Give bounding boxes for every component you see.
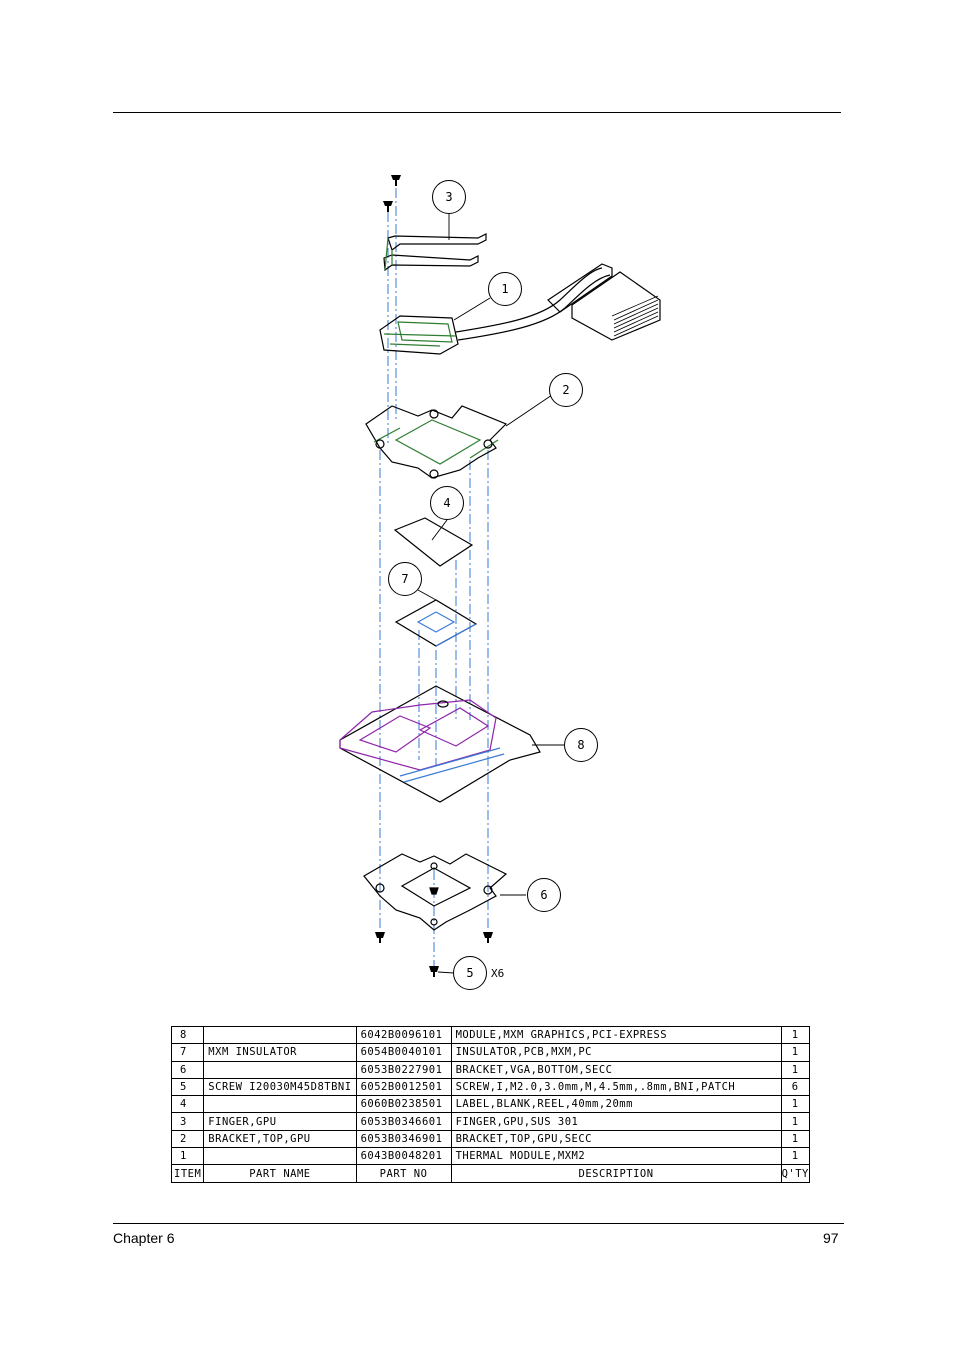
callout-5: 5 [466,966,473,980]
part-name-cell: BRACKET,TOP,GPU [203,1129,357,1149]
qty-cell: 1 [780,1129,810,1149]
description-cell: FINGER,GPU,SUS 301 [450,1112,782,1131]
footer-page-number: 97 [823,1230,839,1246]
table-row: 1 6043B0048201 THERMAL MODULE,MXM2 1 [170,1147,810,1166]
screw-quantity-note: X6 [491,967,504,980]
mxm-graphics-module-part [339,685,541,803]
alignment-lines [379,188,489,970]
table-row: 3 FINGER,GPU 6053B0346601 FINGER,GPU,SUS… [170,1112,810,1131]
footer-rule [113,1223,844,1224]
callout-leaders [417,214,564,974]
part-no-cell: 6054B0040101 [355,1043,452,1062]
description-cell: LABEL,BLANK,REEL,40mm,20mm [450,1095,782,1114]
description-cell: BRACKET,TOP,GPU,SECC [450,1129,782,1149]
bracket-vga-bottom-part [363,853,508,931]
table-row: 5 SCREW I20030M45D8TBNI 6052B0012501 SCR… [170,1077,810,1097]
label-blank-part [393,517,474,567]
part-name-cell [203,1025,357,1045]
finger-gpu-part [383,233,487,272]
bracket-top-gpu-part [365,405,508,479]
footer-chapter: Chapter 6 [113,1230,175,1246]
header-qty: Q'TY [780,1164,810,1183]
qty-cell: 1 [780,1025,810,1045]
callout-8: 8 [577,738,584,752]
part-name-cell [203,1060,357,1079]
callout-6: 6 [540,888,547,902]
item-cell: 2 [170,1129,205,1149]
callout-7: 7 [401,572,408,586]
screw-icon [391,175,401,186]
part-no-cell: 6060B0238501 [355,1095,452,1114]
part-name-cell: SCREW I20030M45D8TBNI [203,1077,357,1097]
item-cell: 3 [170,1112,205,1131]
callout-3: 3 [445,190,452,204]
part-no-cell: 6043B0048201 [355,1147,452,1166]
header-part-name: PART NAME [203,1164,357,1183]
table-row: 8 6042B0096101 MODULE,MXM GRAPHICS,PCI-E… [170,1025,810,1045]
thermal-module-part [379,263,661,355]
screw-icon [483,932,493,943]
item-cell: 8 [170,1025,205,1045]
part-no-cell: 6052B0012501 [355,1077,452,1097]
part-name-cell [203,1095,357,1114]
header-part-no: PART NO [355,1164,452,1183]
part-no-cell: 6053B0346601 [355,1112,452,1131]
part-no-cell: 6053B0227901 [355,1060,452,1079]
qty-cell: 1 [780,1112,810,1131]
qty-cell: 6 [780,1077,810,1097]
header-rule [113,112,841,113]
screw-icon [429,966,439,977]
description-cell: INSULATOR,PCB,MXM,PC [450,1043,782,1062]
item-cell: 5 [170,1077,205,1097]
description-cell: MODULE,MXM GRAPHICS,PCI-EXPRESS [450,1025,782,1045]
description-cell: BRACKET,VGA,BOTTOM,SECC [450,1060,782,1079]
table-row: 7 MXM INSULATOR 6054B0040101 INSULATOR,P… [170,1043,810,1062]
table-row: 4 6060B0238501 LABEL,BLANK,REEL,40mm,20m… [170,1095,810,1114]
table-header-row: ITEM PART NAME PART NO DESCRIPTION Q'TY [170,1164,810,1183]
table-row: 2 BRACKET,TOP,GPU 6053B0346901 BRACKET,T… [170,1129,810,1149]
header-description: DESCRIPTION [450,1164,782,1183]
part-no-cell: 6042B0096101 [355,1025,452,1045]
item-cell: 6 [170,1060,205,1079]
item-cell: 7 [170,1043,205,1062]
qty-cell: 1 [780,1043,810,1062]
qty-cell: 1 [780,1147,810,1166]
parts-table: 8 6042B0096101 MODULE,MXM GRAPHICS,PCI-E… [170,1025,810,1183]
qty-cell: 1 [780,1060,810,1079]
item-cell: 1 [170,1147,205,1166]
mxm-insulator-part [394,599,478,647]
part-name-cell: FINGER,GPU [203,1112,357,1131]
callout-circles [388,180,598,990]
qty-cell: 1 [780,1095,810,1114]
description-cell: SCREW,I,M2.0,3.0mm,M,4.5mm,.8mm,BNI,PATC… [450,1077,782,1097]
item-cell: 4 [170,1095,205,1114]
screw-icon [383,201,393,212]
screw-icon [375,932,385,943]
header-item: ITEM [170,1164,205,1183]
table-row: 6 6053B0227901 BRACKET,VGA,BOTTOM,SECC 1 [170,1060,810,1079]
part-name-cell: MXM INSULATOR [203,1043,357,1062]
callout-2: 2 [562,383,569,397]
description-cell: THERMAL MODULE,MXM2 [450,1147,782,1166]
part-name-cell [203,1147,357,1166]
callout-1: 1 [501,282,508,296]
part-no-cell: 6053B0346901 [355,1129,452,1149]
callout-4: 4 [443,496,450,510]
exploded-view-diagram: 3 1 2 4 7 8 6 5 X6 [339,175,661,990]
